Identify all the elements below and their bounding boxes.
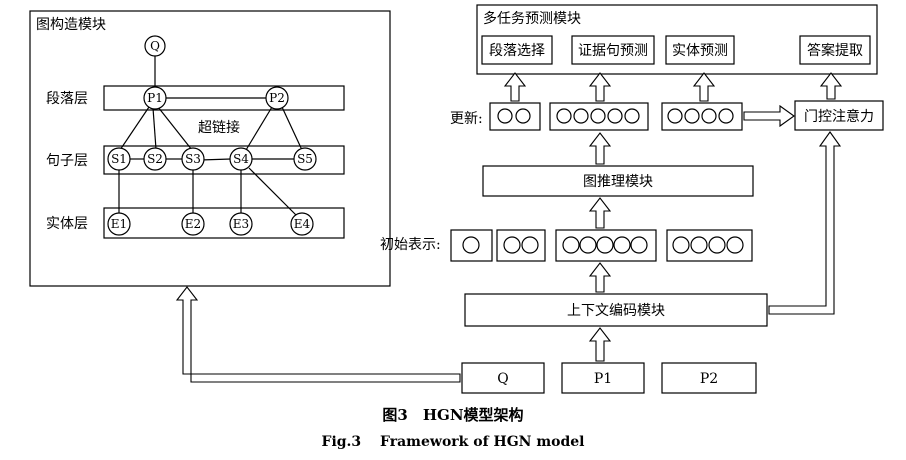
node-p1-label: P1 [147, 91, 163, 105]
node-p2: P2 [265, 86, 289, 110]
arrow-up-to-evidence-prediction [588, 72, 612, 102]
node-e2: E2 [181, 212, 205, 236]
arrow-up-to-graph-reasoning [588, 197, 612, 229]
task-answer-extraction-label: 答案提取 [807, 42, 863, 59]
node-s2: S2 [143, 147, 167, 171]
task-entity-prediction [665, 35, 735, 65]
task-answer-extraction [799, 35, 871, 65]
context-encoding-label: 上下文编码模块 [567, 303, 665, 319]
gated-attention-box [794, 100, 884, 131]
arrow-up-to-initial-repr [588, 262, 612, 293]
node-s4: S4 [229, 147, 253, 171]
node-e2-label: E2 [185, 217, 201, 231]
gated-attention-label: 门控注意力 [804, 108, 874, 125]
node-s4-label: S4 [233, 152, 249, 166]
arrow-right-to-gated-attention [743, 104, 795, 128]
node-e3-label: E3 [233, 217, 249, 231]
node-q: Q [144, 35, 166, 57]
input-q-box [461, 362, 545, 394]
task-entity-prediction-label: 实体预测 [672, 43, 728, 59]
entity-layer-label: 实体层 [46, 216, 88, 232]
figure-caption-en: Fig.3 Framework of HGN model [322, 434, 585, 450]
graph-edges [118, 56, 303, 216]
node-s3: S3 [181, 147, 205, 171]
flow-arrows [175, 72, 843, 383]
hyperlink-label: 超链接 [198, 119, 240, 136]
arrow-up-to-paragraph-selection [503, 72, 527, 102]
arrow-context-to-gated-attention [768, 131, 842, 315]
graph-reasoning-label: 图推理模块 [583, 174, 653, 190]
graph-reasoning-box [482, 165, 754, 197]
multitask-module-title: 多任务预测模块 [483, 10, 581, 27]
paragraph-layer-label: 段落层 [46, 91, 88, 107]
arrow-up-to-context-encoding [588, 327, 612, 362]
updated-representations: 更新: [450, 102, 743, 131]
arrow-q-to-graph-module [175, 286, 461, 383]
arrow-up-to-answer-extraction [819, 72, 843, 100]
task-evidence-prediction [571, 35, 655, 65]
node-s1-label: S1 [111, 152, 127, 166]
node-e4-label: E4 [294, 217, 311, 231]
node-s1: S1 [107, 147, 131, 171]
node-e4: E4 [290, 212, 314, 236]
task-evidence-prediction-label: 证据句预测 [578, 43, 648, 59]
input-p2-box [661, 362, 757, 394]
node-e3: E3 [229, 212, 253, 236]
multitask-prediction-module: 多任务预测模块 段落选择 证据句预测 实体预测 答案提取 [476, 4, 878, 75]
input-p1-box [561, 362, 645, 394]
task-paragraph-selection-label: 段落选择 [489, 43, 545, 59]
update-label: 更新: [450, 111, 483, 127]
graph-module-title: 图构造模块 [36, 17, 106, 33]
arrow-up-to-update-row [588, 132, 612, 165]
figure-caption-cn: 图3 HGN模型架构 [382, 406, 523, 424]
initial-representations: 初始表示: [380, 229, 753, 262]
input-p2-label: P2 [700, 371, 718, 387]
node-e1: E1 [107, 212, 131, 236]
sentence-layer-label: 句子层 [46, 153, 88, 169]
input-q-label: Q [497, 371, 508, 387]
node-s3-label: S3 [185, 152, 201, 166]
initial-repr-label: 初始表示: [380, 236, 441, 253]
node-s2-label: S2 [147, 152, 163, 166]
context-encoding-box [464, 293, 768, 327]
graph-construction-module: 图构造模块 段落层 句子层 实体层 超链接 [29, 10, 391, 287]
input-p1-label: P1 [594, 371, 612, 387]
node-q-label: Q [150, 39, 160, 53]
node-s5-label: S5 [297, 152, 313, 166]
arrow-up-to-entity-prediction [692, 72, 716, 102]
node-e1-label: E1 [111, 217, 127, 231]
node-p2-label: P2 [269, 91, 285, 105]
node-s5: S5 [293, 147, 317, 171]
node-p1: P1 [143, 86, 167, 110]
task-paragraph-selection [481, 35, 553, 65]
